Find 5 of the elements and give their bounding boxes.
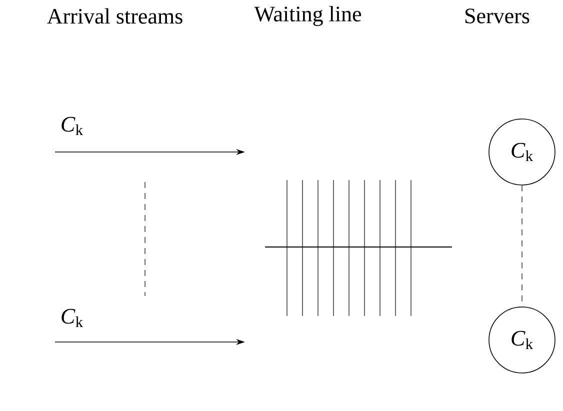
stream-label: C$_{k}$ [62, 116, 84, 136]
stream-label: C$_{k}$ [62, 308, 84, 328]
column-heading: Servers [465, 8, 530, 24]
column-heading: Arrival streams [47, 8, 182, 24]
column-heading: Waiting line [254, 6, 362, 26]
